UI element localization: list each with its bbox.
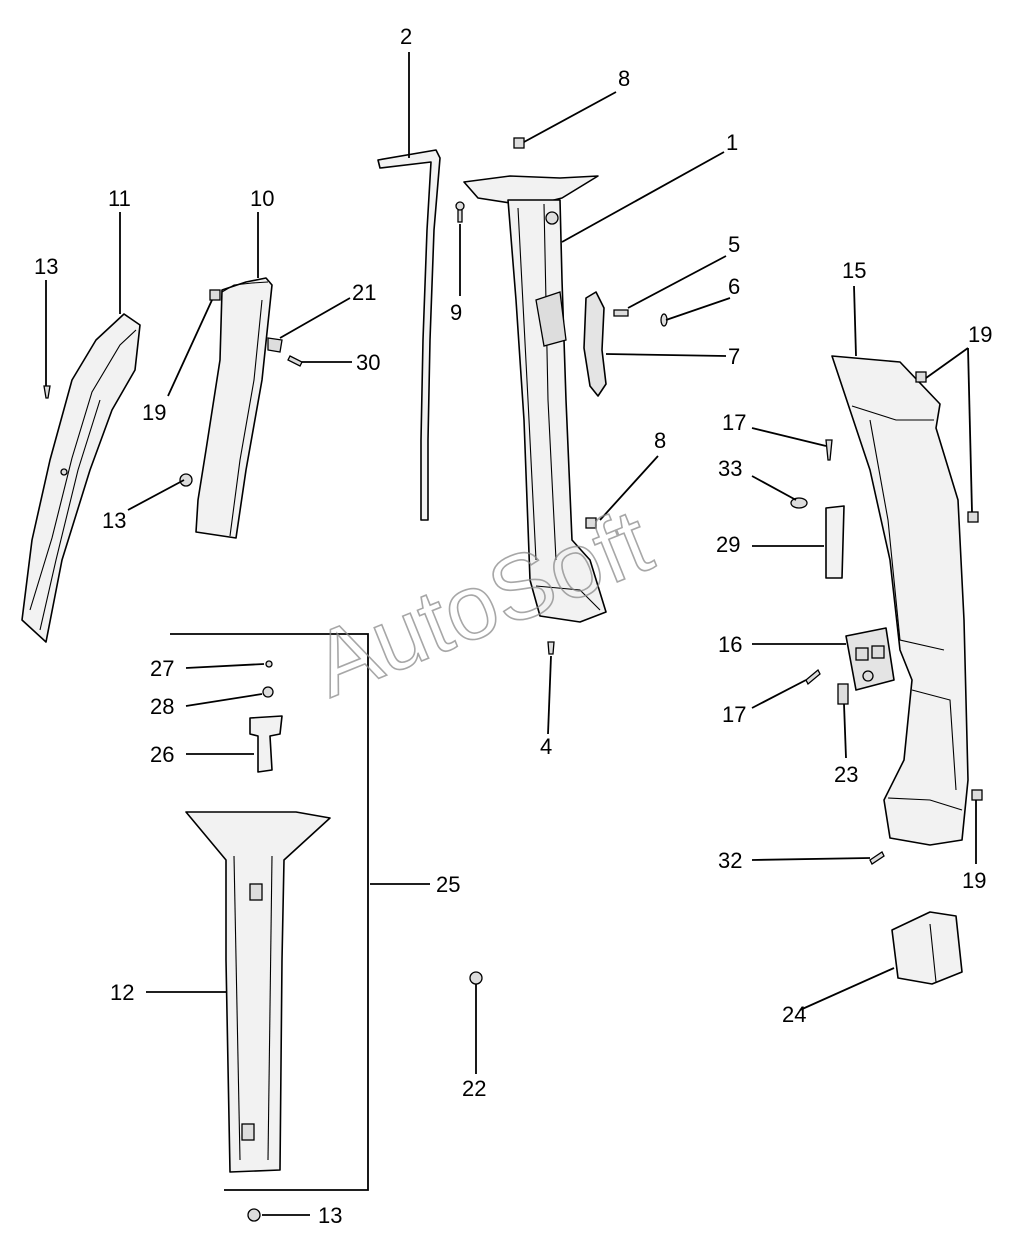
washer-28 [262, 686, 274, 698]
callout-17-top: 17 [722, 410, 746, 435]
screw-13-a [43, 385, 51, 399]
part-26-bracket [249, 715, 283, 773]
callout-7: 7 [728, 344, 740, 369]
callout-19-left: 19 [142, 400, 166, 425]
callout-6: 6 [728, 274, 740, 299]
callout-8-top: 8 [618, 66, 630, 91]
part-12-reinforcement [185, 811, 331, 1173]
part-7-handle [583, 291, 607, 397]
callout-2: 2 [400, 24, 412, 49]
clip-8-mid [585, 517, 597, 529]
callout-1: 1 [726, 130, 738, 155]
part-24-insulation [891, 911, 963, 985]
part-33-grommet [790, 497, 808, 509]
part-10-pillar-trim [195, 277, 273, 539]
callout-24: 24 [782, 1002, 806, 1027]
part-15-pillar-trim [831, 355, 969, 846]
callout-11: 11 [108, 186, 131, 211]
callout-9: 9 [450, 300, 462, 325]
clip-19-c [967, 511, 979, 523]
clip-19-a [209, 289, 221, 301]
callout-32: 32 [718, 848, 742, 873]
screw-4 [547, 641, 555, 655]
leader-lines [45, 52, 977, 1216]
screw-22 [469, 971, 483, 985]
callout-8-mid: 8 [654, 428, 666, 453]
callout-19-right-bottom: 19 [962, 868, 986, 893]
part-11-pillar-trim [21, 313, 141, 643]
kit-25-bracket [170, 633, 369, 1191]
callout-12: 12 [110, 980, 134, 1005]
callout-21: 21 [352, 280, 376, 305]
callout-27: 27 [150, 656, 174, 681]
screw-32 [869, 851, 885, 865]
part-16-switch-panel [845, 627, 895, 691]
clip-19-d [971, 789, 983, 801]
callout-25: 25 [436, 872, 460, 897]
callout-5: 5 [728, 232, 740, 257]
callout-22: 22 [462, 1076, 486, 1101]
fasteners [43, 137, 983, 1222]
part-2-weatherstrip [377, 149, 441, 521]
part-29-label [825, 505, 845, 579]
callout-17-bottom: 17 [722, 702, 746, 727]
clip-8-top [513, 137, 525, 149]
callout-23: 23 [834, 762, 858, 787]
screw-5 [613, 309, 629, 317]
callout-33: 33 [718, 456, 742, 481]
callout-13-mid: 13 [102, 508, 126, 533]
callout-30: 30 [356, 350, 380, 375]
callout-labels: 2 8 1 11 10 13 5 6 21 9 30 7 15 19 19 8 … [34, 24, 992, 1228]
callout-16: 16 [718, 632, 742, 657]
callout-4: 4 [540, 734, 552, 759]
callout-26: 26 [150, 742, 174, 767]
clip-19-b [915, 371, 927, 383]
callout-13-top: 13 [34, 254, 58, 279]
nut-27 [265, 660, 273, 668]
callout-19-right-top: 19 [968, 322, 992, 347]
part-1-b-pillar-trim [463, 175, 607, 623]
callout-10: 10 [250, 186, 274, 211]
callout-29: 29 [716, 532, 740, 557]
watermark: AutoSoft [299, 490, 664, 717]
screw-30 [287, 355, 303, 367]
callout-15: 15 [842, 258, 866, 283]
screw-17-b [805, 668, 821, 686]
screw-17-a [825, 439, 833, 461]
callout-28: 28 [150, 694, 174, 719]
callout-13-bottom: 13 [318, 1203, 342, 1228]
part-23-plug [837, 683, 849, 705]
screw-13-c [247, 1208, 261, 1222]
screw-21 [267, 337, 283, 353]
